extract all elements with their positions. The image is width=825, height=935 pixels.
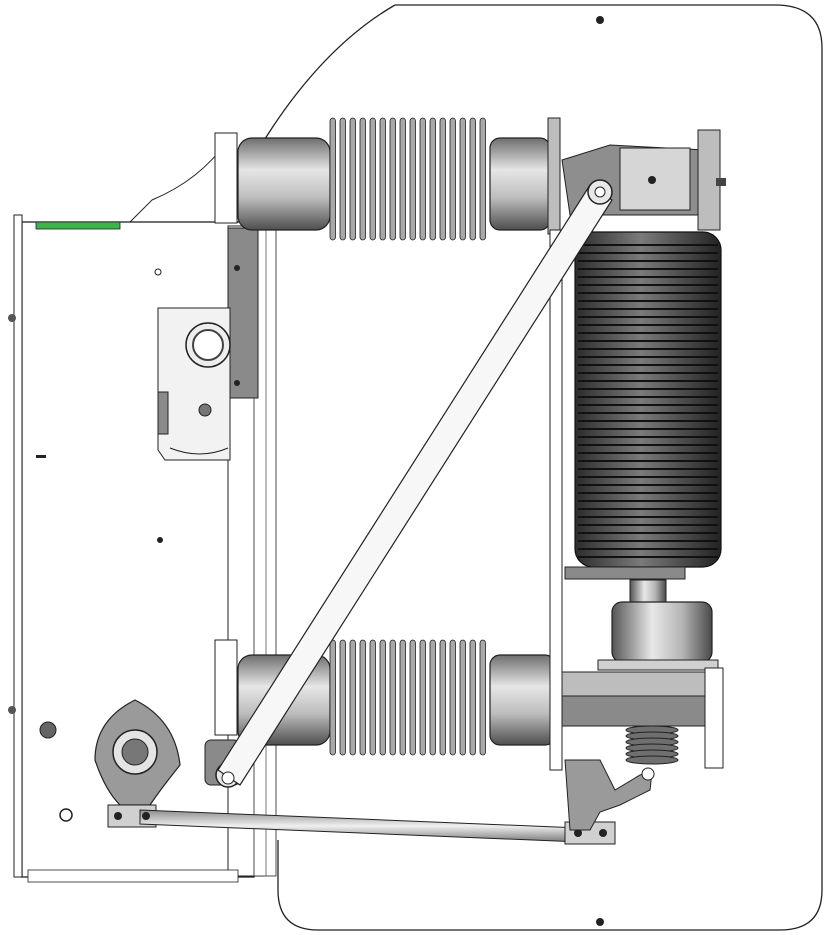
insulator-rib [429, 639, 436, 756]
insulator-rib [349, 117, 356, 241]
insulator-rib [439, 117, 446, 241]
insulator-rib [429, 117, 436, 241]
insulator-rib [459, 639, 466, 756]
insulator-rib [469, 117, 476, 241]
spring-coil [625, 755, 679, 765]
horizontal-tie-rod [107, 804, 616, 845]
insulator-rib [399, 117, 406, 241]
plate-hole-bottom [596, 918, 604, 926]
insulator-rib [419, 117, 426, 241]
insulator-rib [349, 639, 356, 756]
insulator-rib [389, 117, 396, 241]
insulator-rib [339, 639, 346, 756]
insulator-rib [369, 117, 376, 241]
insulator-rib [419, 639, 426, 756]
insulator-rib [339, 117, 346, 241]
insulator-rib [389, 639, 396, 756]
insulator-rib [329, 117, 336, 241]
insulator-rib [469, 639, 476, 756]
lower-lever [564, 759, 653, 831]
insulator-rib [479, 639, 486, 756]
insulator-rib [379, 639, 386, 756]
lower-ribbed-insulator [214, 639, 556, 756]
insulator-rib [369, 639, 376, 756]
contact-cylinder [561, 601, 724, 769]
compression-spring [625, 725, 679, 765]
insulator-rib [359, 639, 366, 756]
green-label-strip [35, 221, 121, 230]
insulator-rib [459, 117, 466, 241]
insulator-rib [399, 639, 406, 756]
insulator-rib [379, 117, 386, 241]
insulator-rib [409, 117, 416, 241]
insulator-rib [359, 117, 366, 241]
insulator-rib [449, 117, 456, 241]
diagonal-link-rod [217, 179, 613, 786]
insulator-rib [449, 639, 456, 756]
plate-hole-top [596, 16, 604, 24]
vertical-bellows-insulator [564, 231, 722, 603]
right-support-plate [549, 229, 563, 771]
insulator-rib [409, 639, 416, 756]
insulator-rib [439, 639, 446, 756]
insulator-rib [479, 117, 486, 241]
insulator-rib [329, 639, 336, 756]
drive-crank [94, 699, 181, 806]
upper-terminal-block [561, 129, 726, 231]
upper-ribbed-insulator [214, 117, 561, 241]
